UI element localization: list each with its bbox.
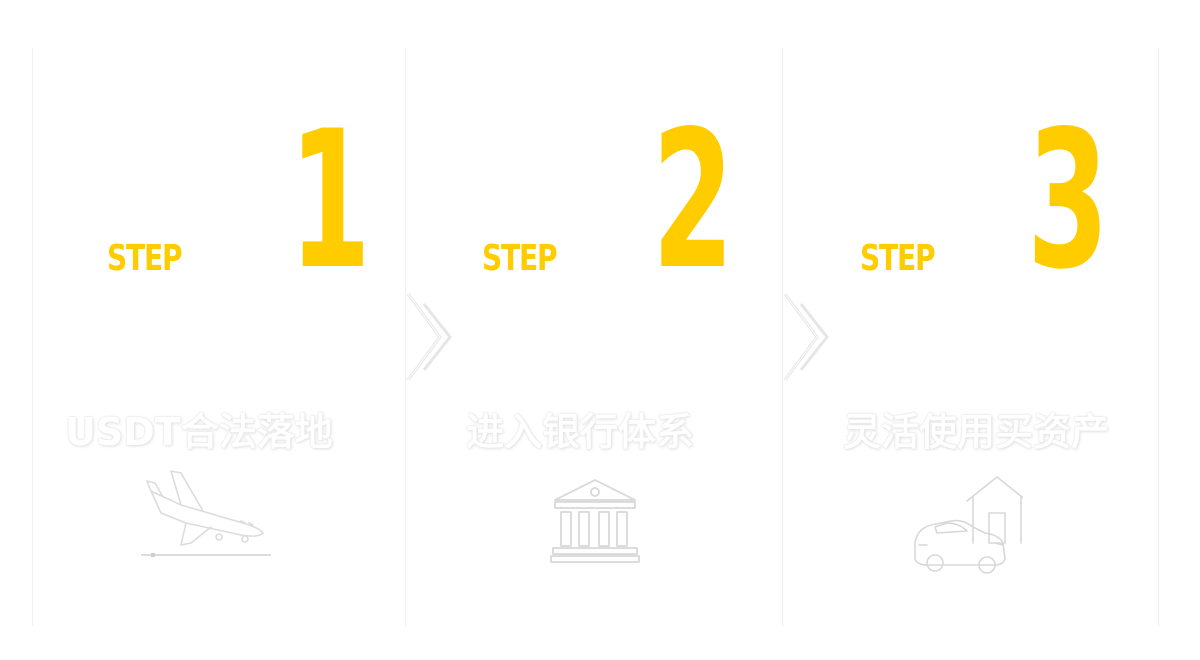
step-label: STEP	[107, 238, 183, 279]
step-title: USDT合法落地	[65, 410, 333, 454]
step-number: 3	[1027, 90, 1109, 311]
step-title: 灵活使用买资产	[843, 410, 1110, 454]
divider-2	[782, 48, 783, 626]
chevron-right-icon	[406, 293, 452, 381]
step-3: STEP 3 灵活使用买资产	[783, 48, 1155, 626]
step-2: STEP 2 进入银行体系	[406, 48, 778, 626]
divider-left	[32, 48, 33, 626]
divider-1	[405, 48, 406, 626]
step-label: STEP	[860, 238, 936, 279]
car-house-icon	[914, 476, 1023, 574]
step-label: STEP	[482, 238, 558, 279]
step-number: 2	[652, 90, 734, 311]
step-title: 进入银行体系	[466, 410, 695, 454]
bank-building-icon	[550, 479, 640, 563]
step-1: STEP 1 USDT合法落地	[33, 48, 405, 626]
step-number: 1	[289, 90, 371, 311]
divider-right	[1158, 48, 1159, 626]
airplane-landing-icon	[141, 470, 271, 557]
chevron-right-icon	[783, 293, 829, 381]
